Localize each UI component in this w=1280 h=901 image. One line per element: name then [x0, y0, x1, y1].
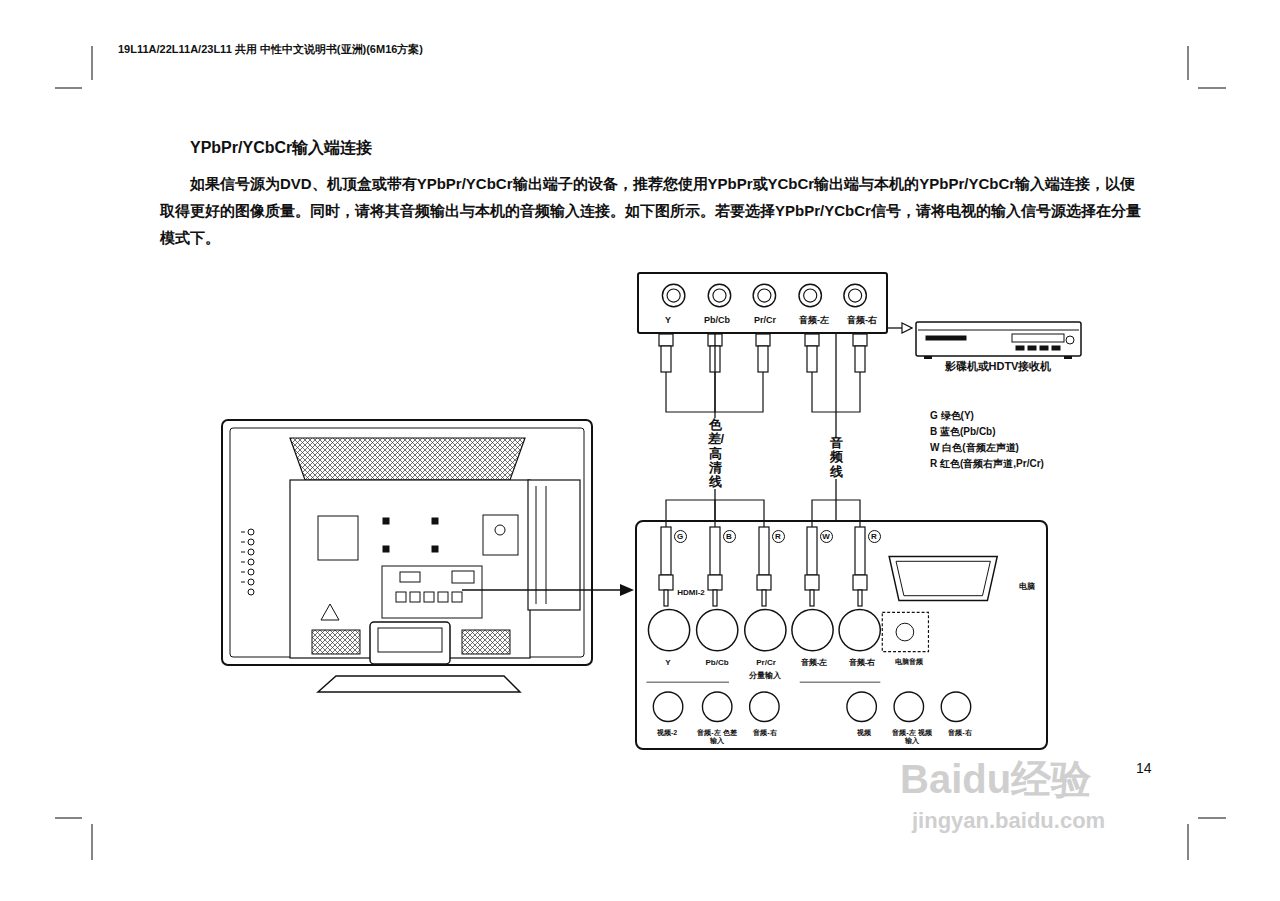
jack-label: 音频-左 视频输入 [889, 729, 935, 745]
jack-label: Pr/Cr [743, 658, 789, 667]
body-text: 如果信号源为DVD、机顶盒或带有YPbPr/YCbCr输出端子的设备，推荐您使用… [160, 170, 1150, 251]
plug-color-code: R [868, 530, 881, 543]
cable-label: 音频线 [829, 436, 844, 479]
jack-label: 音频-左 [791, 315, 837, 325]
plug-color-code: B [723, 530, 736, 543]
plug-color-code: W [820, 530, 833, 543]
watermark: Baidu经验 [900, 756, 1130, 802]
legend-entry: R 红色(音频右声道,Pr/Cr) [930, 458, 1170, 470]
jack-label: 音频-右 [937, 729, 983, 737]
jack-label: 电脑 [1012, 582, 1042, 591]
node-art [637, 522, 1046, 748]
jack-label: 音频-右 [839, 315, 885, 325]
jack-label: 音频-左 [791, 658, 837, 667]
page-number: 14 [1136, 760, 1176, 776]
jack-label: Y [645, 315, 691, 325]
source-jack-panel: YPb/CbPr/Cr音频-左音频-右 [637, 272, 888, 334]
jack-label: 视频 [841, 729, 887, 737]
jack-label: 分量输入 [735, 671, 795, 680]
legend-entry: B 蓝色(Pb/Cb) [930, 426, 1170, 438]
crop-marks [55, 46, 1226, 860]
jack-label: 音频-左 色差输入 [694, 729, 740, 745]
tv-back [222, 420, 592, 692]
legend-entry: G 绿色(Y) [930, 410, 1170, 422]
tv-jack-panel: HDMI-2YPb/CbPr/Cr音频-左音频-右分量输入电脑电脑音频视频-2音… [635, 520, 1048, 750]
section-title: YPbPr/YCbCr输入端连接 [190, 139, 790, 157]
jack-label: 影碟机或HDTV接收机 [912, 360, 1084, 373]
jack-label: 电脑音频 [885, 658, 933, 666]
jack-label: Y [645, 658, 691, 667]
jack-label: Pb/Cb [694, 315, 740, 325]
jack-label: 音频-右 [839, 658, 885, 667]
jack-label: HDMI-2 [671, 588, 711, 597]
cable-plugs [659, 334, 867, 606]
cable-label: 色差/高清线 [708, 418, 723, 489]
legend-entry: W 白色(音频左声道) [930, 442, 1170, 454]
plug-color-code: R [772, 530, 785, 543]
jack-label: Pb/Cb [694, 658, 740, 667]
page-header: 19L11A/22L11A/23L11 共用 中性中文说明书(亚洲)(6M16方… [118, 43, 758, 56]
dvd-player: 影碟机或HDTV接收机 [912, 318, 1087, 380]
watermark: jingyan.baidu.com [912, 808, 1152, 833]
jack-label: Pr/Cr [742, 315, 788, 325]
jack-label: 音频-右 [742, 729, 788, 737]
cable [835, 334, 836, 520]
signal-arrow [888, 327, 912, 328]
plug-color-code: G [674, 530, 687, 543]
jack-label: 视频-2 [644, 729, 690, 737]
